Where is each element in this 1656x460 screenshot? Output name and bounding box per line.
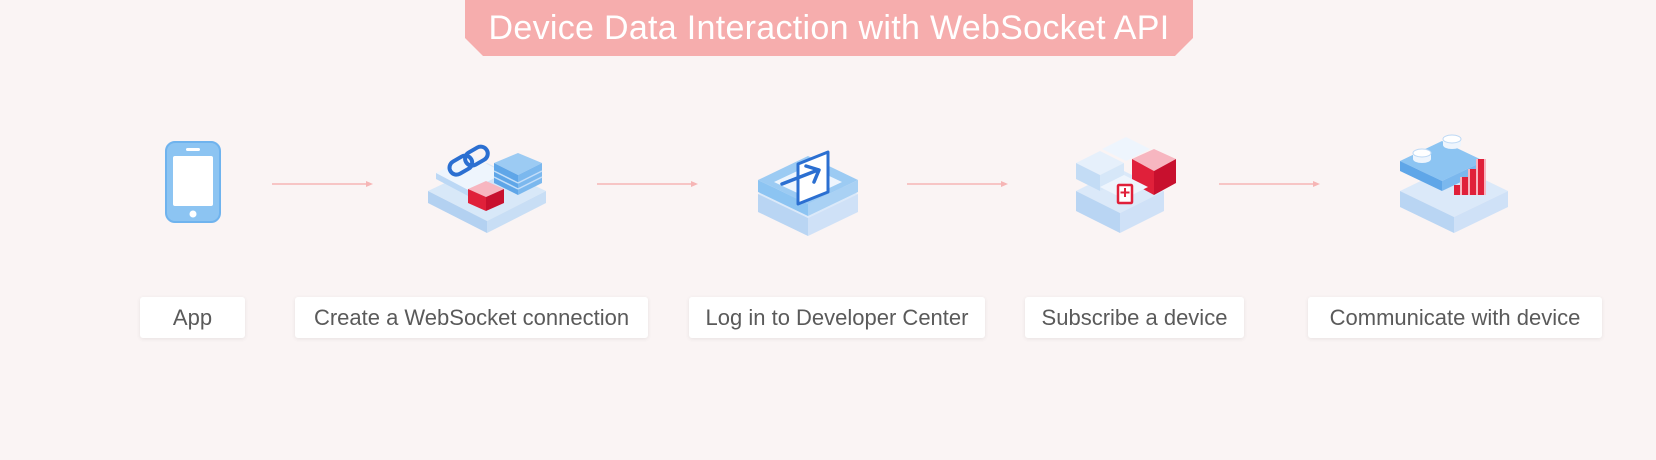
data-chart-icon — [1398, 131, 1512, 242]
step-label-subscribe: Subscribe a device — [1025, 297, 1244, 338]
title-banner: Device Data Interaction with WebSocket A… — [465, 0, 1193, 56]
flow-arrow-4 — [1219, 181, 1320, 187]
smartphone-icon — [164, 140, 224, 230]
diagram-title: Device Data Interaction with WebSocket A… — [488, 9, 1170, 47]
login-icon — [756, 142, 860, 245]
step-label-communicate: Communicate with device — [1308, 297, 1602, 338]
step-label-login: Log in to Developer Center — [689, 297, 985, 338]
flow-arrow-1 — [272, 181, 373, 187]
link-connection-icon — [424, 133, 550, 242]
flow-arrow-3 — [907, 181, 1008, 187]
banner-shape — [465, 0, 1193, 56]
step-label-create-websocket: Create a WebSocket connection — [295, 297, 648, 338]
subscribe-bookmark-icon — [1074, 131, 1184, 242]
step-label-app: App — [140, 297, 245, 338]
flow-arrow-2 — [597, 181, 698, 187]
